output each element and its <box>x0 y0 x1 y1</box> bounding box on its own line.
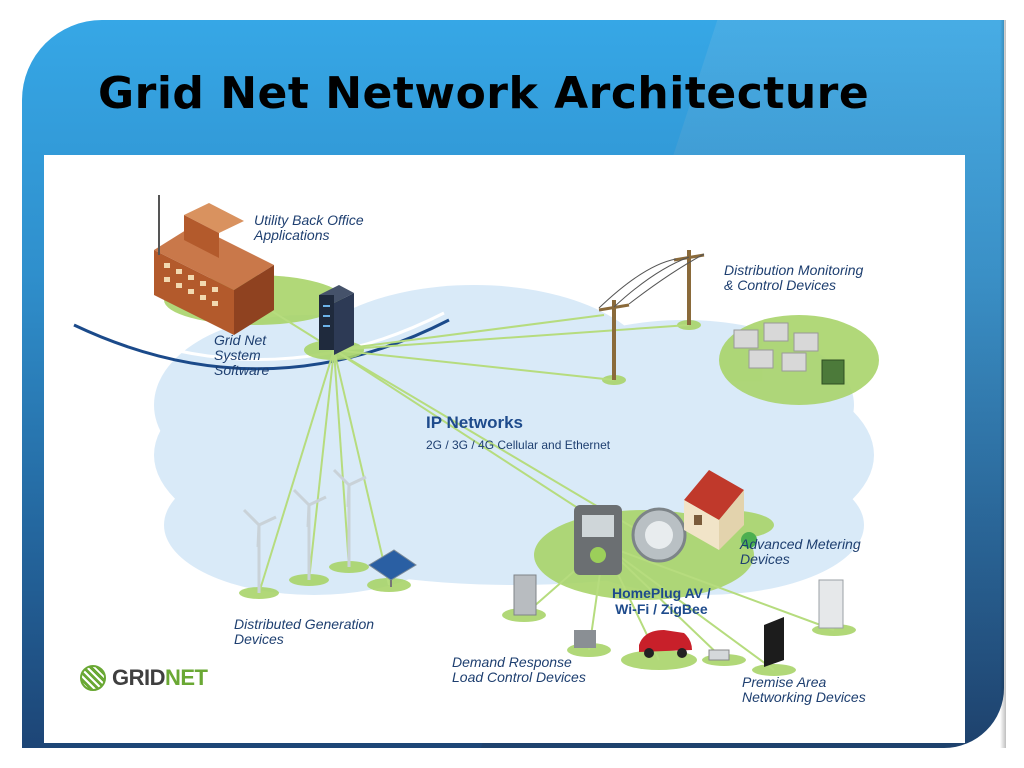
gridnet-logo: GRIDNET <box>80 665 208 691</box>
slide-title: Grid Net Network Architecture <box>98 68 870 119</box>
ip-networks-title: IP Networks <box>426 413 524 432</box>
distribution-label: Distribution Monitoring & Control Device… <box>724 262 864 293</box>
premise-label: Premise Area Networking Devices <box>742 674 866 705</box>
demand-response-devices-icon <box>513 574 730 661</box>
system-software-label: Grid Net System Software <box>214 332 270 378</box>
logo-grid-text: GRID <box>112 665 166 690</box>
wind-turbine-icons <box>242 468 367 593</box>
solar-panel-icon <box>368 549 417 587</box>
gridnet-logo-text: GRIDNET <box>112 665 208 691</box>
distribution-devices-icon <box>733 322 845 385</box>
house-icon <box>684 470 757 550</box>
slide-edge-shadow <box>1000 20 1006 748</box>
homeplug-label: HomePlug AV / Wi-Fi / ZigBee <box>612 585 711 617</box>
server-icon <box>319 285 354 355</box>
architecture-diagram: Utility Back Office Applications Grid Ne… <box>44 155 965 743</box>
utility-building-icon <box>154 195 274 335</box>
logo-net-text: NET <box>165 665 208 690</box>
demand-response-label: Demand Response Load Control Devices <box>452 654 586 685</box>
metering-label: Advanced Metering Devices <box>740 536 861 567</box>
premise-devices-icon <box>764 579 844 667</box>
gridnet-logo-icon <box>80 665 106 691</box>
back-office-label: Utility Back Office Applications <box>254 212 364 243</box>
smart-meter-icon <box>574 505 687 575</box>
diagram-graphic <box>73 195 879 676</box>
ip-networks-subtitle: 2G / 3G / 4G Cellular and Ethernet <box>426 438 611 452</box>
generation-label: Distributed Generation Devices <box>234 616 375 647</box>
